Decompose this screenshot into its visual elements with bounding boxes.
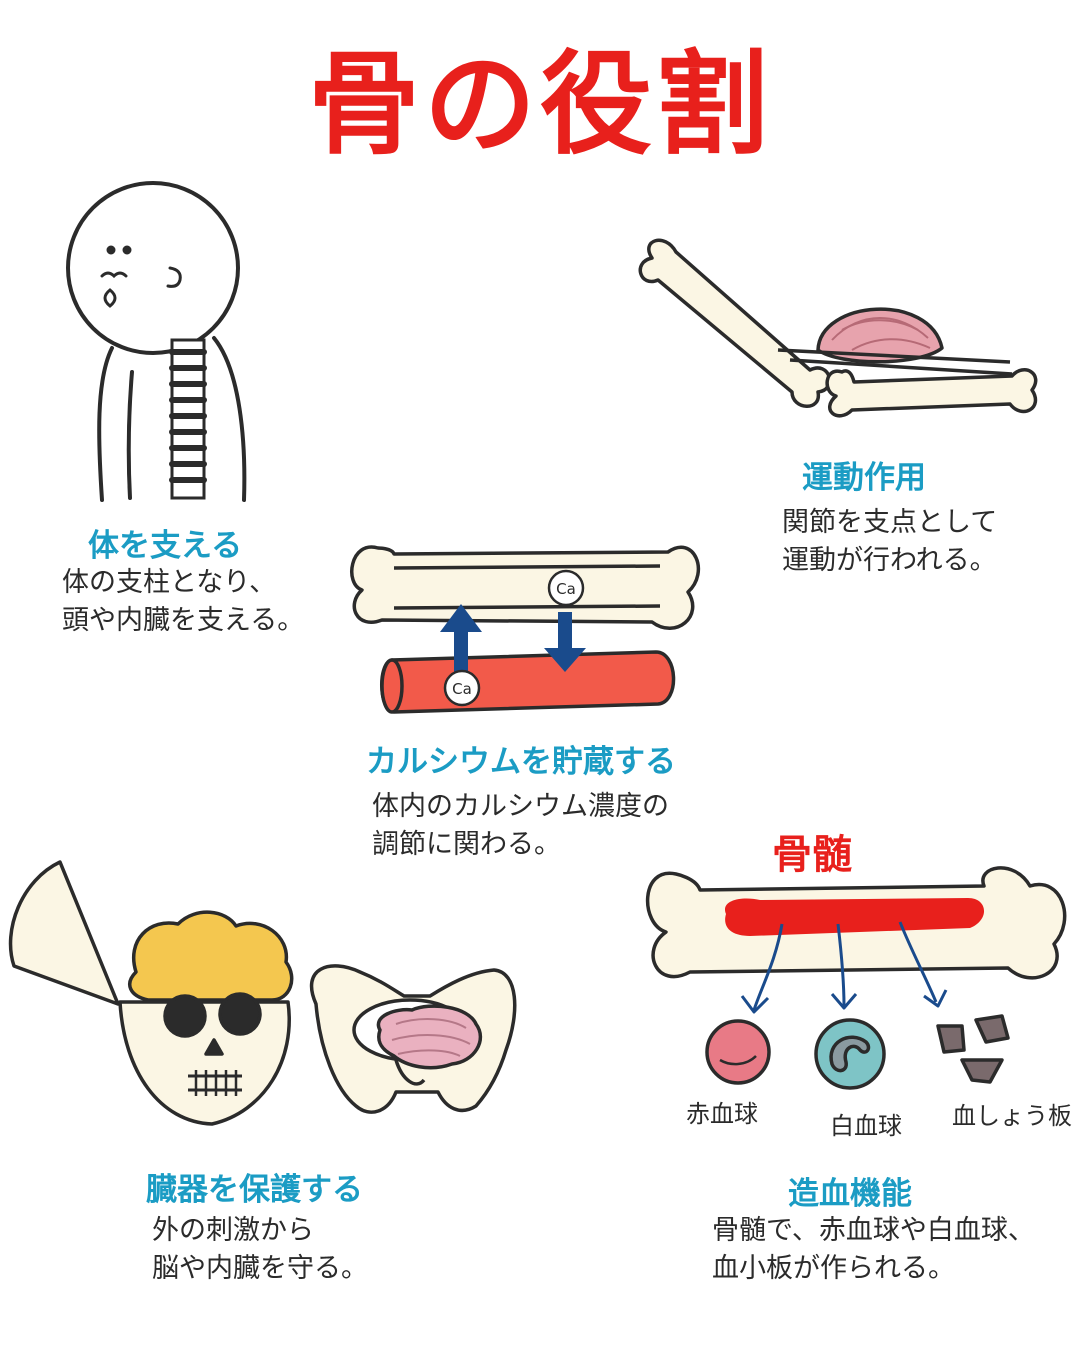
protect-description: 外の刺激から 脳や内臓を守る。 (152, 1212, 368, 1288)
hematopoiesis-line-1: 骨髄で、赤血球や白血球、 (712, 1215, 1035, 1246)
page-title: 骨の役割 (308, 40, 772, 170)
pelvis-icon (309, 964, 517, 1114)
arm-bones-icon (638, 238, 1038, 418)
red-blood-cell-label: 赤血球 (686, 1100, 758, 1128)
movement-heading: 運動作用 (802, 460, 926, 496)
movement-description: 関節を支点として 運動が行われる。 (782, 504, 997, 580)
person-spine-icon (66, 181, 247, 502)
bone-marrow-icon (646, 866, 1067, 1090)
skull-icon (8, 860, 294, 1126)
hematopoiesis-description: 骨髄で、赤血球や白血球、 血小板が作られる。 (712, 1212, 1035, 1288)
support-description: 体の支柱となり、 頭や内臓を支える。 (62, 564, 304, 640)
marrow-label: 骨髄 (772, 832, 852, 878)
ca-label-bone: Ca (556, 580, 576, 598)
movement-line-2: 運動が行われる。 (782, 545, 997, 576)
bone-calcium-icon (350, 545, 701, 714)
protect-line-1: 外の刺激から (152, 1215, 314, 1246)
ca-label-vessel: Ca (452, 680, 472, 698)
platelet-label: 血しょう板 (952, 1102, 1072, 1130)
movement-line-1: 関節を支点として (782, 507, 998, 538)
hematopoiesis-heading: 造血機能 (788, 1176, 912, 1212)
hematopoiesis-line-2: 血小板が作られる。 (712, 1253, 955, 1284)
calcium-line-2: 調節に関わる。 (372, 829, 561, 860)
calcium-description: 体内のカルシウム濃度の 調節に関わる。 (372, 788, 669, 864)
support-line-2: 頭や内臓を支える。 (62, 605, 305, 636)
support-line-1: 体の支柱となり、 (62, 567, 277, 598)
calcium-heading: カルシウムを貯蔵する (366, 744, 676, 780)
protect-heading: 臓器を保護する (146, 1172, 363, 1208)
white-blood-cell-label: 白血球 (830, 1112, 902, 1140)
calcium-line-1: 体内のカルシウム濃度の (372, 791, 669, 822)
protect-line-2: 脳や内臓を守る。 (152, 1253, 368, 1284)
support-heading: 体を支える (88, 528, 243, 564)
